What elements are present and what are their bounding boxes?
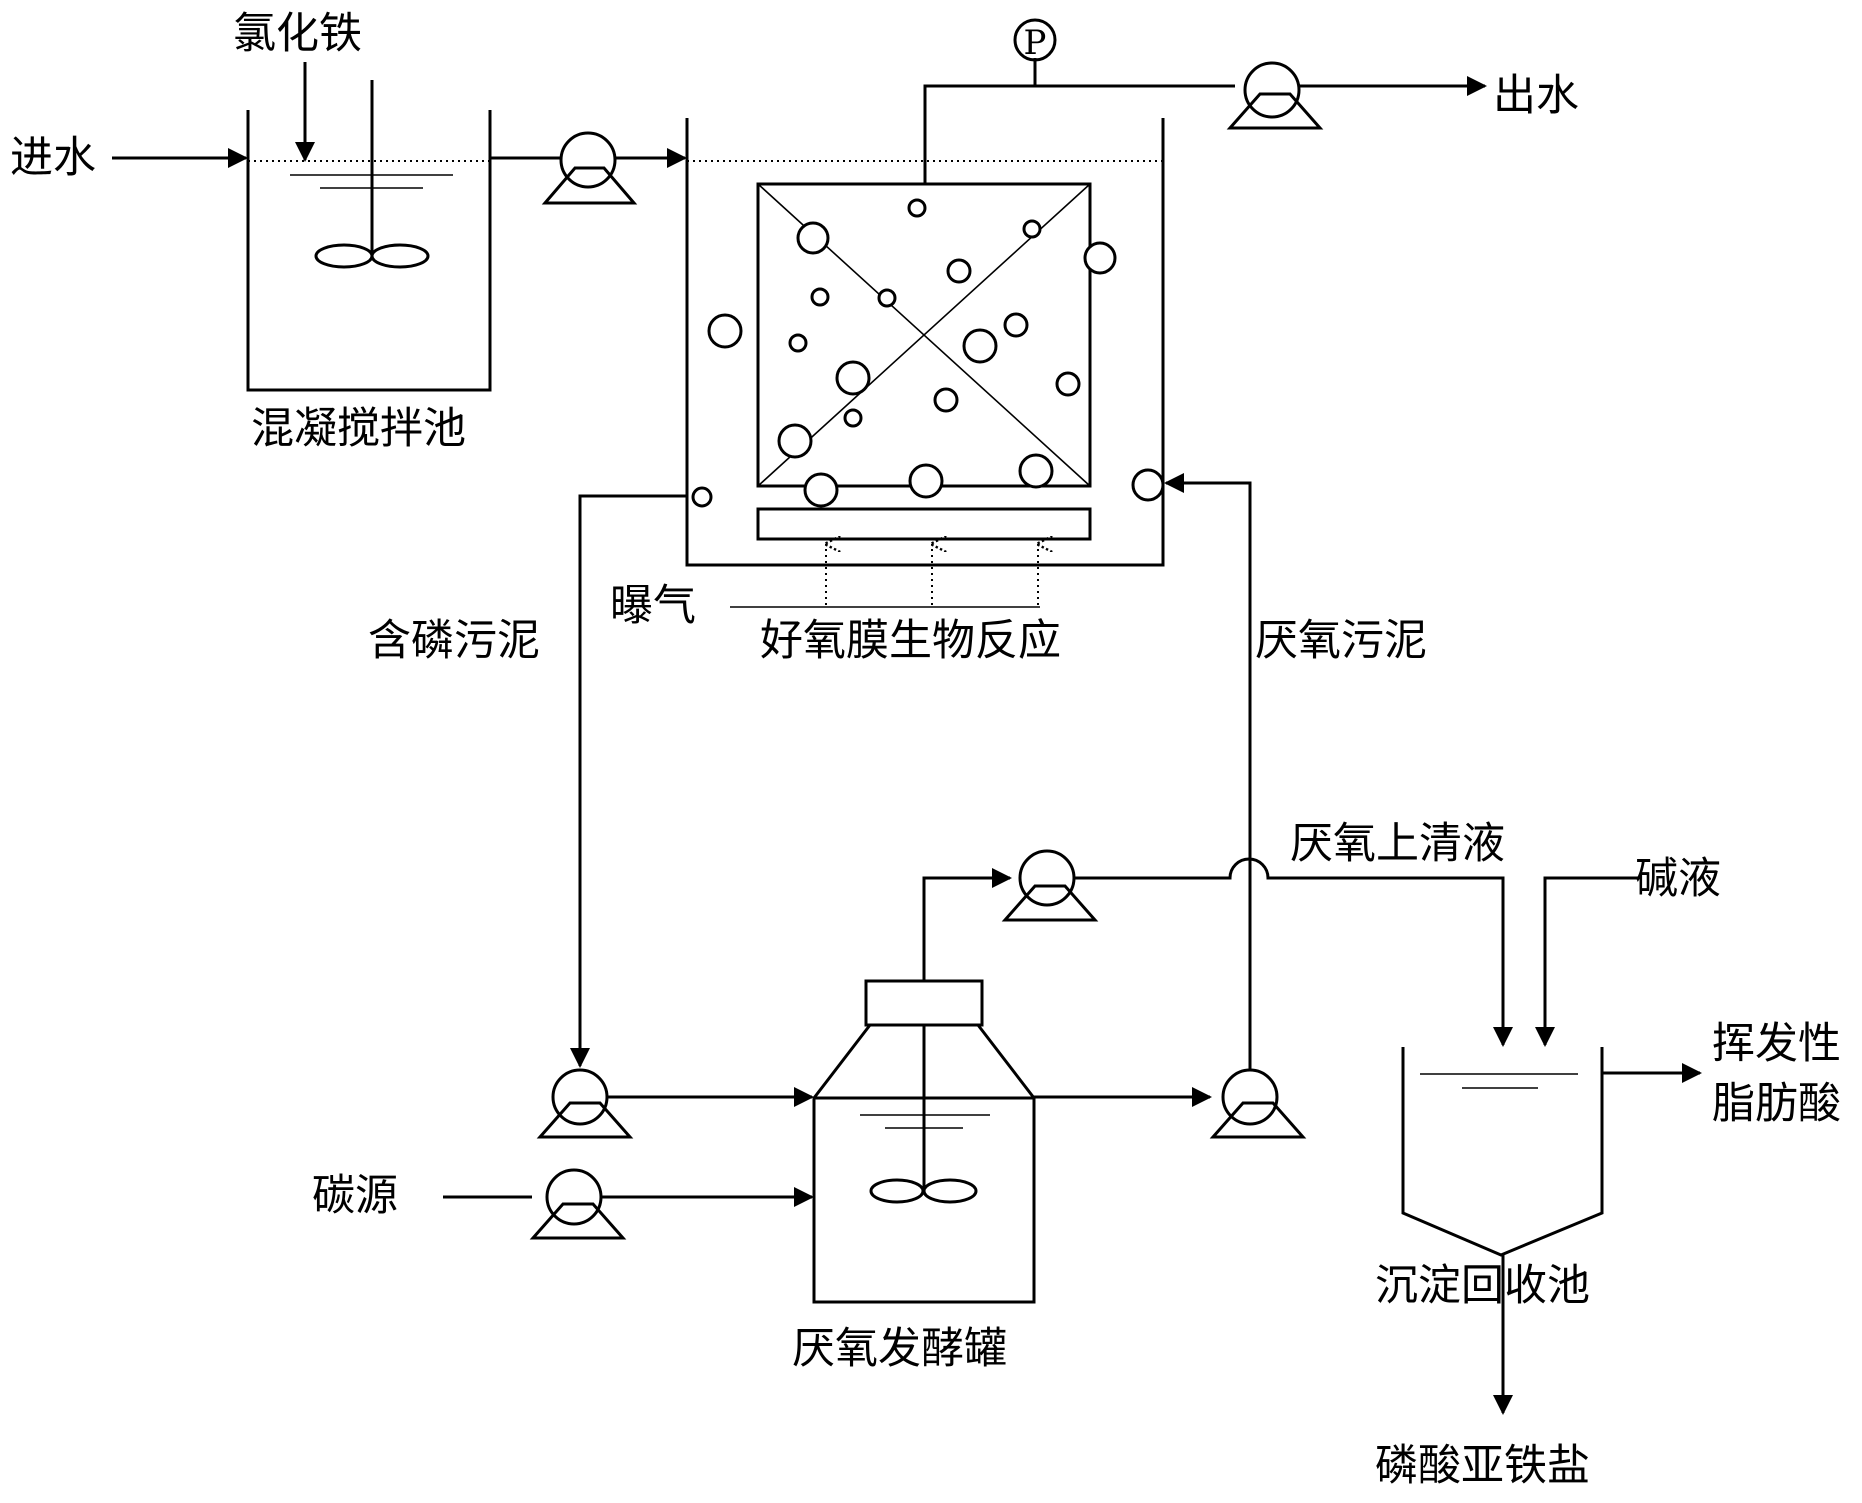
aeration-arrows: [730, 544, 1040, 608]
pump-carbon-source: [529, 1168, 627, 1240]
label-fermentation-tank: 厌氧发酵罐: [792, 1324, 1007, 1374]
anaerobic-fermentation-tank: [812, 979, 1036, 1304]
settling-recovery-tank: [1401, 1047, 1604, 1257]
label-ferric-chloride: 氯化铁: [233, 9, 362, 59]
aerator-diffuser: [756, 507, 1092, 541]
label-aerobic-mbr: 好氧膜生物反应: [760, 616, 1061, 666]
pump-phosphorus-sludge: [536, 1068, 634, 1139]
pressure-gauge: P: [1013, 18, 1057, 63]
coagulation-tank: [246, 80, 492, 392]
label-ferrous-phosphate: 磷酸亚铁盐: [1375, 1441, 1590, 1491]
label-coagulation-tank: 混凝搅拌池: [251, 404, 466, 454]
label-vfa-line2: 脂肪酸: [1712, 1079, 1841, 1129]
pump-coag-to-mbr: [541, 131, 638, 205]
label-vfa: 挥发性: [1712, 1019, 1841, 1069]
label-carbon-source: 碳源: [312, 1171, 398, 1221]
pump-anaerobic-sludge: [1209, 1068, 1307, 1139]
gas-bubbles: [691, 198, 1165, 508]
label-anaerobic-supernatant: 厌氧上清液: [1290, 819, 1505, 869]
svg-text:P: P: [1024, 23, 1047, 63]
aerobic-mbr-tank: [685, 118, 1165, 567]
pump-supernatant: [1001, 849, 1099, 922]
pump-effluent: [1226, 61, 1324, 130]
label-settling-tank: 沉淀回收池: [1375, 1261, 1590, 1311]
label-influent: 进水: [10, 133, 96, 183]
label-phosphorus-sludge: 含磷污泥: [368, 616, 540, 666]
label-effluent: 出水: [1493, 71, 1579, 121]
label-alkali: 碱液: [1635, 854, 1721, 904]
label-aeration: 曝气: [610, 581, 696, 631]
label-anaerobic-sludge: 厌氧污泥: [1255, 616, 1427, 666]
